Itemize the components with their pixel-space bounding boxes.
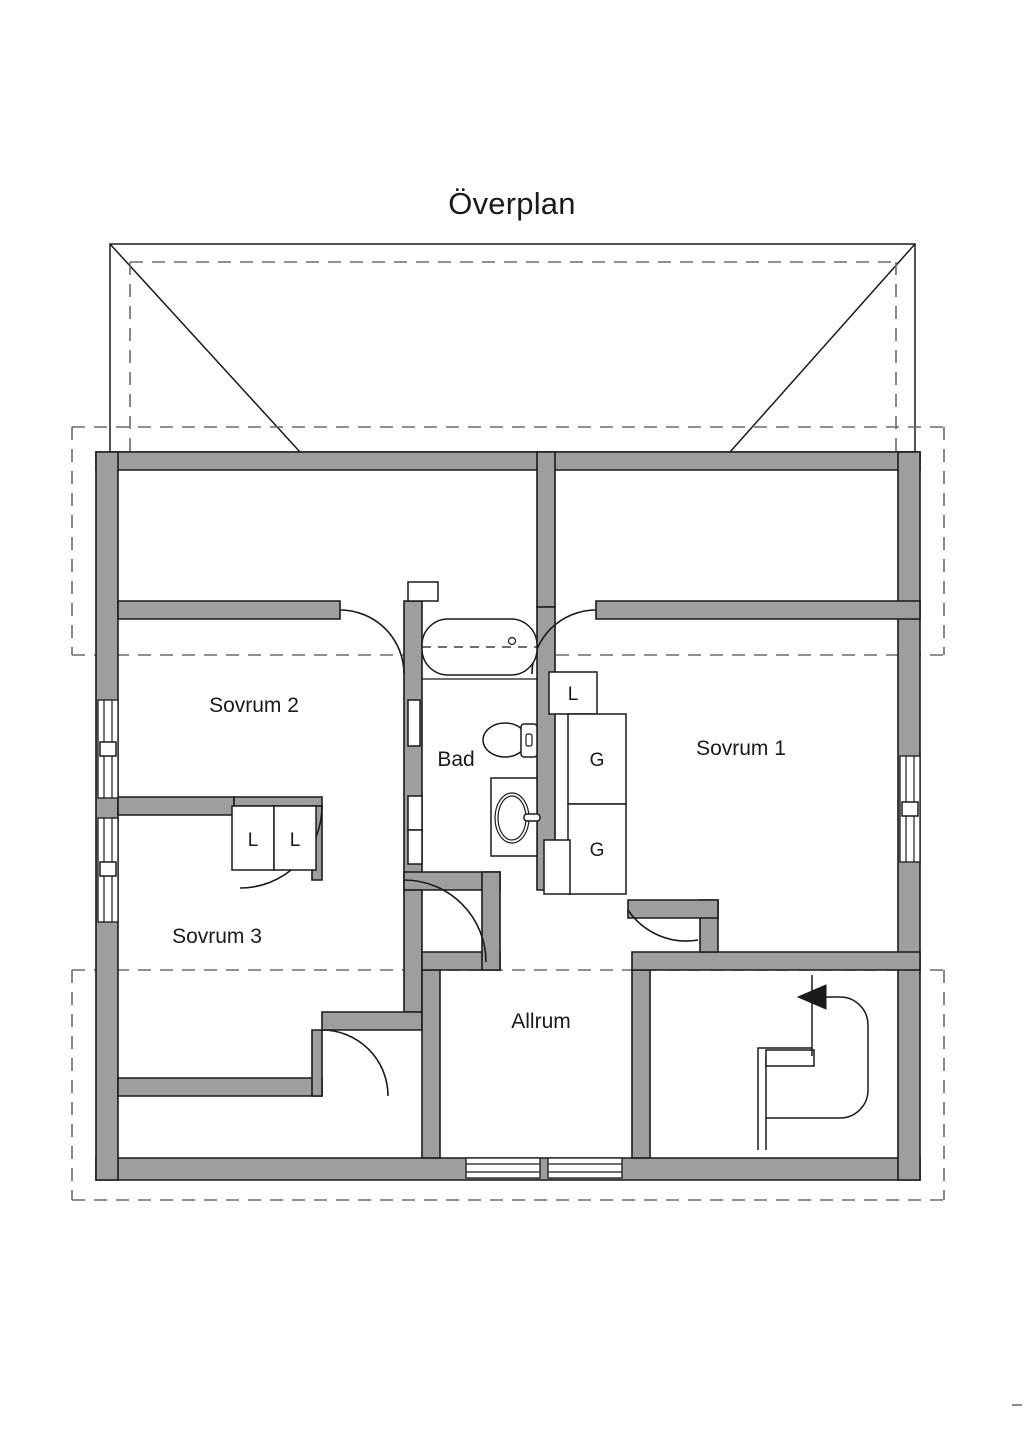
closet-label-l-left-2: L — [290, 830, 301, 851]
window-bottom-left — [465, 1157, 541, 1179]
room-label-bad: Bad — [437, 748, 474, 771]
wall-allrum-top-right — [631, 951, 921, 971]
door-swing-allrum-right[interactable] — [627, 909, 699, 942]
door-swing-sovrum2[interactable] — [339, 609, 405, 675]
roof-outline-group — [109, 243, 916, 453]
closet-box-l-right — [548, 671, 598, 715]
wall-allrum-left — [421, 969, 441, 1159]
room-label-sovrum3: Sovrum 3 — [172, 925, 262, 948]
door-swing-sovrum3[interactable] — [321, 1029, 389, 1097]
closet-box-l-left-2 — [273, 805, 317, 871]
stair-outline-inner — [765, 1055, 812, 1150]
staircase-group — [757, 975, 869, 1150]
closet-label-g-upper: G — [590, 750, 605, 771]
chimney-nib — [407, 581, 439, 602]
wall-interior-sovrum2-top — [117, 600, 341, 620]
stair-direction-arrow-icon — [796, 984, 827, 1010]
closet-labels-group: L L L G G — [248, 684, 605, 861]
stair-landing-curve — [766, 996, 869, 1119]
closet-box-l-left-1 — [231, 805, 275, 871]
wall-sovrum2-bottom — [117, 796, 235, 816]
roof-hip-line-left — [109, 243, 301, 453]
window-right — [899, 755, 921, 863]
wall-sovrum3-lower-left — [117, 1077, 323, 1097]
closet-label-g-lower: G — [590, 840, 605, 861]
wall-hall-step-left — [481, 871, 501, 971]
windows-group — [97, 699, 921, 1179]
closet-recess-lower — [543, 839, 571, 895]
stair-outline — [757, 1047, 812, 1150]
closets-group — [231, 671, 627, 895]
bath-niche-lower-2 — [407, 829, 423, 865]
bathtub-icon — [421, 618, 538, 676]
wall-sovrum3-bottom-stub — [321, 1011, 423, 1031]
door-swing-hall-left[interactable] — [403, 879, 487, 963]
wall-interior-sovrum1-top — [595, 600, 921, 620]
bath-niche-upper — [407, 699, 421, 747]
roof-outline — [109, 243, 916, 453]
room-label-allrum: Allrum — [511, 1010, 571, 1033]
wall-exterior-top — [95, 451, 921, 471]
page-title: Överplan — [448, 186, 576, 221]
closet-label-l-right: L — [568, 684, 579, 705]
room-label-sovrum2: Sovrum 2 — [209, 694, 299, 717]
window-bottom-right — [547, 1157, 623, 1179]
bathroom-fixtures-group — [407, 618, 541, 865]
wall-hall-step-horizontal — [627, 899, 719, 919]
window-left-upper — [97, 699, 119, 799]
wall-exterior-left — [95, 451, 119, 1181]
wall-closet-left-top — [233, 796, 323, 807]
stair-step — [765, 1049, 815, 1067]
room-label-sovrum1: Sovrum 1 — [696, 737, 786, 760]
toilet-icon — [482, 722, 538, 758]
wall-allrum-right — [631, 969, 651, 1159]
wall-sovrum3-lower-vertical — [311, 1029, 323, 1097]
roof-hip-line-right — [729, 243, 916, 453]
closet-label-l-left-1: L — [248, 830, 259, 851]
page-corner-marker — [1012, 1404, 1022, 1406]
window-left-lower — [97, 817, 119, 923]
closet-box-g-upper — [567, 713, 627, 805]
wall-sovrum3-right — [403, 889, 423, 1013]
room-labels-group: Sovrum 2 Sovrum 1 Bad Sovrum 3 Allrum — [172, 694, 786, 1033]
bath-niche-lower-1 — [407, 795, 423, 831]
wall-interior-top-center-vertical — [536, 451, 556, 608]
washbasin-icon — [490, 777, 541, 857]
